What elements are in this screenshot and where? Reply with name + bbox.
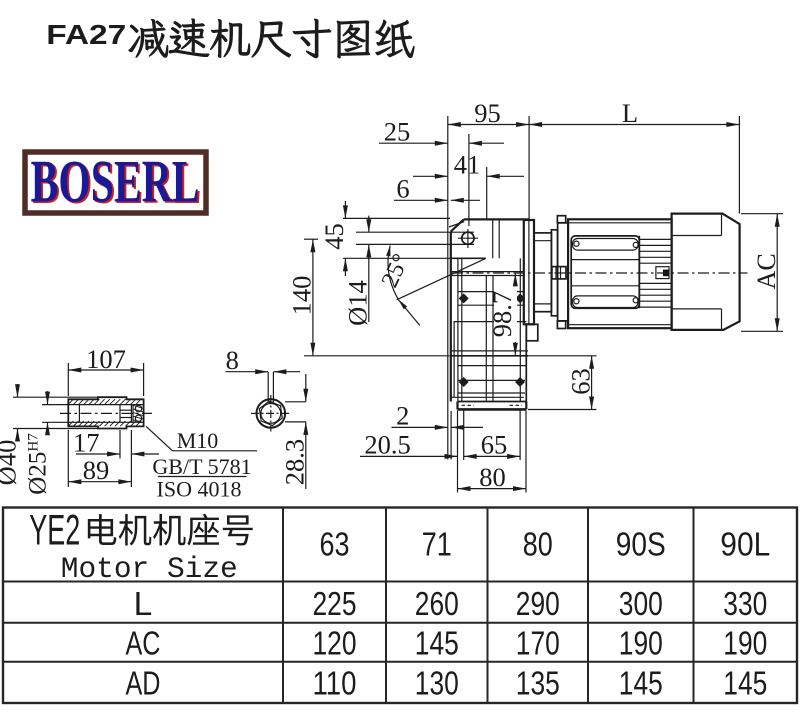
svg-text:8: 8	[226, 345, 239, 375]
svg-text:190: 190	[723, 625, 767, 662]
svg-text:L: L	[622, 98, 638, 128]
svg-text:20.5: 20.5	[364, 430, 410, 460]
svg-text:AC: AC	[752, 253, 781, 289]
svg-text:17: 17	[73, 427, 100, 457]
svg-text:89: 89	[83, 455, 110, 485]
svg-text:Motor Size: Motor Size	[61, 553, 238, 587]
svg-text:ISO 4018: ISO 4018	[157, 477, 242, 502]
svg-text:300: 300	[619, 586, 663, 623]
svg-text:95: 95	[474, 98, 501, 128]
svg-text:AC: AC	[126, 625, 161, 662]
svg-text:65: 65	[481, 430, 508, 460]
svg-text:71: 71	[422, 527, 452, 564]
svg-text:Ø14: Ø14	[343, 280, 373, 326]
svg-text:GB/T 5781: GB/T 5781	[152, 454, 251, 479]
svg-text:98.7: 98.7	[487, 291, 517, 337]
svg-text:190: 190	[619, 625, 663, 662]
svg-text:145: 145	[723, 665, 767, 702]
svg-text:45: 45	[319, 223, 349, 250]
svg-text:L: L	[134, 586, 153, 623]
svg-text:28.3: 28.3	[280, 439, 310, 485]
svg-text:AD: AD	[126, 665, 161, 702]
svg-text:Ø40: Ø40	[0, 440, 21, 486]
svg-text:YE2: YE2	[29, 507, 80, 555]
svg-text:90L: 90L	[720, 527, 770, 564]
svg-text:130: 130	[415, 665, 459, 702]
svg-text:135: 135	[516, 665, 560, 702]
svg-text:140: 140	[287, 276, 317, 316]
svg-text:63: 63	[565, 368, 595, 395]
svg-text:260: 260	[415, 586, 459, 623]
svg-text:M10: M10	[177, 428, 219, 453]
svg-text:90S: 90S	[616, 527, 666, 564]
svg-text:330: 330	[723, 586, 767, 623]
svg-text:290: 290	[516, 586, 560, 623]
svg-text:41: 41	[454, 150, 481, 180]
svg-text:FA27: FA27	[46, 19, 126, 50]
svg-text:120: 120	[313, 625, 357, 662]
svg-text:63: 63	[320, 527, 350, 564]
svg-text:80: 80	[523, 527, 553, 564]
svg-text:225: 225	[313, 586, 357, 623]
svg-text:170: 170	[516, 625, 560, 662]
svg-text:BOSERL: BOSERL	[31, 149, 200, 215]
svg-text:2: 2	[396, 401, 409, 431]
svg-text:107: 107	[86, 344, 126, 374]
svg-text:BOSERL: BOSERL	[32, 150, 201, 216]
svg-text:25: 25	[384, 117, 411, 147]
svg-text:145: 145	[415, 625, 459, 662]
svg-text:110: 110	[313, 665, 357, 702]
svg-text:80: 80	[479, 462, 506, 492]
svg-text:145: 145	[619, 665, 663, 702]
svg-text:6: 6	[396, 174, 409, 204]
